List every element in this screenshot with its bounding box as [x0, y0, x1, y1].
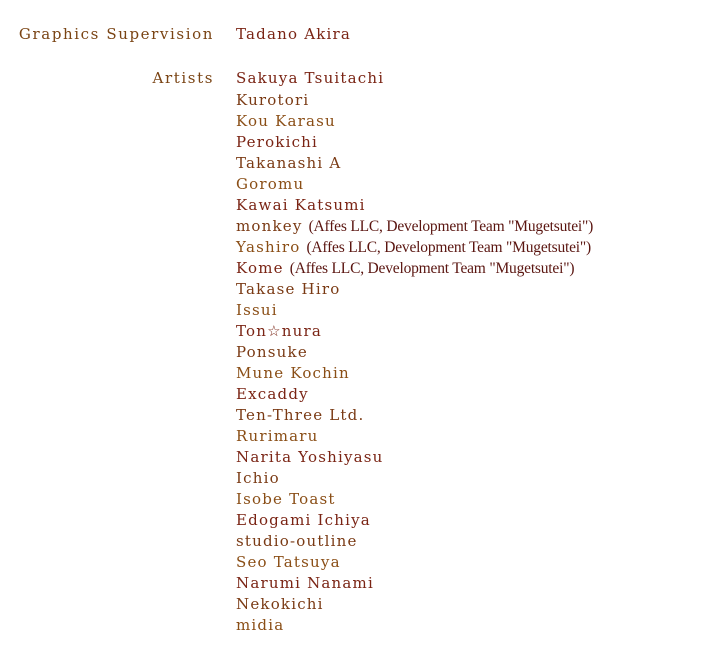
credit-name-text: Ton☆nura — [236, 322, 323, 340]
credit-name: Narumi Nanami — [236, 573, 593, 594]
credit-name: midia — [236, 615, 593, 636]
role-heading-artists: Artists — [152, 69, 214, 87]
credit-name: Kurotori — [236, 90, 593, 111]
credit-name-text: Yashiro — [236, 238, 301, 256]
credit-name: Nekokichi — [236, 594, 593, 615]
credit-name: Takase Hiro — [236, 279, 593, 300]
credit-name-text: Mune Kochin — [236, 364, 350, 382]
credit-name-text: Takase Hiro — [236, 280, 341, 298]
credit-name: Issui — [236, 300, 593, 321]
credit-name: Ten-Three Ltd. — [236, 405, 593, 426]
credit-name-text: Sakuya Tsuitachi — [236, 69, 385, 87]
credit-name-text: Edogami Ichiya — [236, 511, 371, 529]
credit-name: Ponsuke — [236, 342, 593, 363]
credit-name-text: Kawai Katsumi — [236, 196, 366, 214]
credit-name-text: monkey — [236, 217, 303, 235]
credit-name: monkey (Affes LLC, Development Team "Muge… — [236, 216, 593, 237]
credit-name: Ichio — [236, 468, 593, 489]
credit-name-text: Excaddy — [236, 385, 309, 403]
credit-name: studio-outline — [236, 531, 593, 552]
credit-name: Ton☆nura — [236, 321, 593, 342]
credit-name: Kou Karasu — [236, 111, 593, 132]
credit-name: Kawai Katsumi — [236, 195, 593, 216]
credit-name-text: Nekokichi — [236, 595, 324, 613]
credit-name: Goromu — [236, 174, 593, 195]
credit-name: Narita Yoshiyasu — [236, 447, 593, 468]
credit-name-text: Issui — [236, 301, 278, 319]
credit-name-text: Ichio — [236, 469, 280, 487]
credit-name-text: Takanashi A — [236, 154, 342, 172]
credit-name: Rurimaru — [236, 426, 593, 447]
credit-name: Yashiro (Affes LLC, Development Team "Mug… — [236, 237, 593, 258]
credit-name: Perokichi — [236, 132, 593, 153]
credit-name-text: Goromu — [236, 175, 305, 193]
credit-name-text: Ten-Three Ltd. — [236, 406, 365, 424]
credit-name-text: Seo Tatsuya — [236, 553, 341, 571]
credit-section-graphics-supervision: Graphics Supervision Tadano Akira — [0, 22, 706, 46]
credit-name-text: midia — [236, 616, 285, 634]
credit-name-text: Isobe Toast — [236, 490, 336, 508]
credit-name-text: Narumi Nanami — [236, 574, 374, 592]
credit-affiliation: (Affes LLC, Development Team "Mugetsutei… — [306, 239, 591, 256]
credit-name: Excaddy — [236, 384, 593, 405]
credit-name: Isobe Toast — [236, 489, 593, 510]
credit-name: Seo Tatsuya — [236, 552, 593, 573]
credit-name: Takanashi A — [236, 153, 593, 174]
role-heading-graphics-supervision: Graphics Supervision — [18, 25, 214, 43]
credit-names-graphics-supervision: Tadano Akira — [236, 22, 351, 46]
credit-name-text: Rurimaru — [236, 427, 319, 445]
credit-name: Tadano Akira — [236, 25, 352, 43]
credit-name: Mune Kochin — [236, 363, 593, 384]
credit-affiliation: (Affes LLC, Development Team "Mugetsutei… — [289, 260, 575, 277]
credit-name-text: Kome — [236, 259, 284, 277]
credit-affiliation: (Affes LLC, Development Team "Mugetsutei… — [308, 218, 594, 235]
credit-name-text: Ponsuke — [236, 343, 308, 361]
credits-screen: Graphics Supervision Tadano Akira Artist… — [0, 22, 706, 656]
credit-name-text: Kurotori — [236, 91, 310, 109]
credit-name-text: Perokichi — [236, 133, 319, 151]
credit-name: Kome (Affes LLC, Development Team "Mugets… — [236, 258, 593, 279]
credit-name: Sakuya Tsuitachi — [236, 66, 593, 90]
credit-name-text: Kou Karasu — [236, 112, 336, 130]
credit-name: Edogami Ichiya — [236, 510, 593, 531]
credit-name-text: Narita Yoshiyasu — [236, 448, 384, 466]
credit-name-text: studio-outline — [236, 532, 358, 550]
